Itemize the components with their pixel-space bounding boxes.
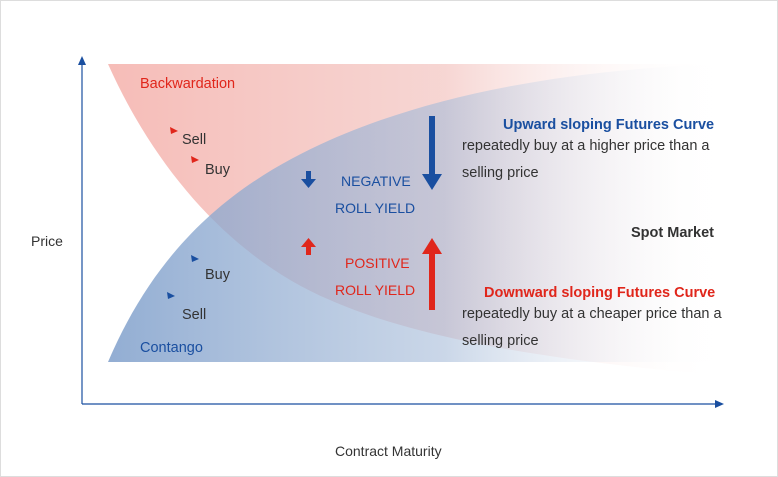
upward-curve-arrow (422, 116, 442, 190)
downward-curve-title: Downward sloping Futures Curve (484, 285, 716, 301)
positive-small-arrow (301, 238, 316, 255)
contango-buy-marker (191, 255, 199, 262)
downward-curve-arrow (422, 238, 442, 310)
backwardation-label: Backwardation (140, 76, 236, 92)
backwardation-sell-marker (170, 127, 178, 134)
backwardation-buy-label: Buy (205, 162, 230, 178)
upward-curve-desc-line1: repeatedly buy at a higher price than a (462, 138, 710, 154)
backwardation-buy-marker (191, 156, 199, 163)
negative-small-arrow (301, 171, 316, 188)
contango-region (108, 64, 720, 362)
contango-buy-label: Buy (205, 267, 230, 283)
positive-roll-yield-line2: ROLL YIELD (335, 282, 416, 298)
backwardation-sell-label: Sell (182, 132, 207, 148)
downward-curve-desc-line2: selling price (462, 333, 539, 349)
y-axis-label: Price (31, 233, 63, 249)
contango-label: Contango (140, 340, 203, 356)
negative-roll-yield-line2: ROLL YIELD (335, 200, 416, 216)
spot-market-label: Spot Market (631, 225, 714, 241)
upward-curve-title: Upward sloping Futures Curve (503, 117, 715, 133)
contango-sell-label: Sell (182, 307, 207, 323)
y-axis-arrowhead (78, 56, 86, 65)
contango-sell-marker (167, 292, 175, 299)
x-axis-arrowhead (715, 400, 724, 408)
positive-roll-yield-line1: POSITIVE (345, 255, 410, 271)
upward-curve-desc-line2: selling price (462, 165, 539, 181)
x-axis-label: Contract Maturity (335, 443, 442, 459)
downward-curve-desc-line1: repeatedly buy at a cheaper price than a (462, 306, 722, 322)
negative-roll-yield-line1: NEGATIVE (341, 173, 411, 189)
